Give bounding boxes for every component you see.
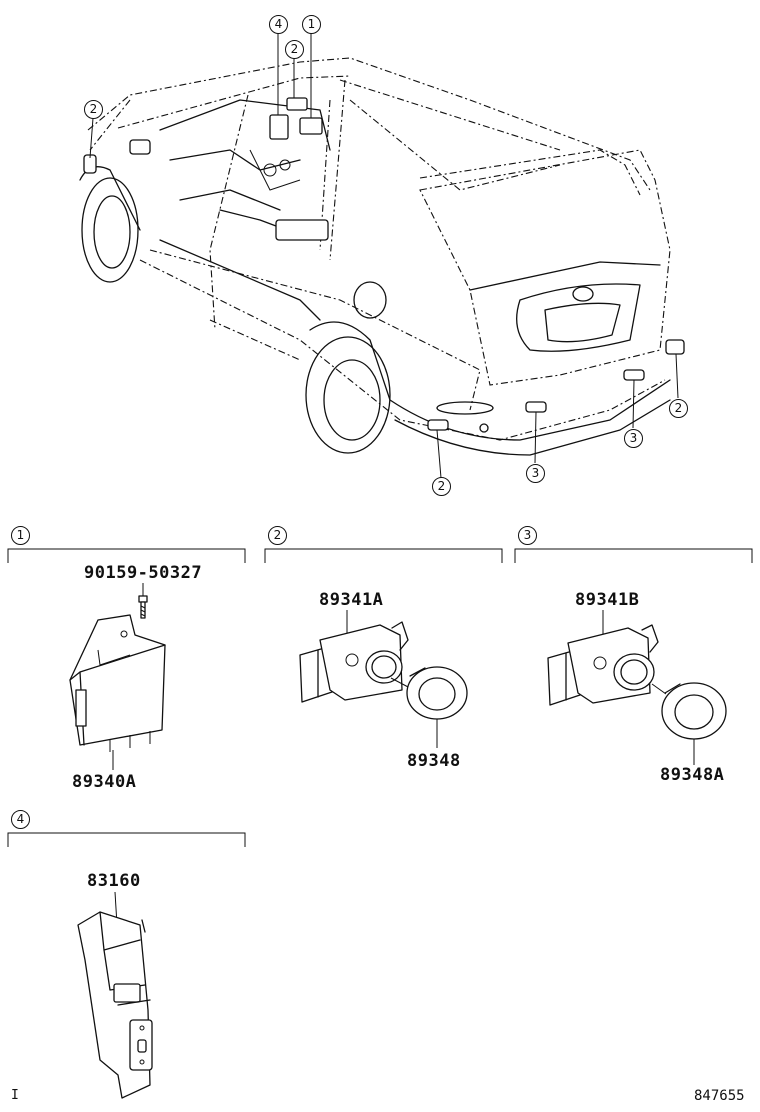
part-number-sensor-2: 89341A <box>319 590 384 610</box>
section-4-graphics <box>7 832 246 1099</box>
callout-marker-1: 1 <box>302 15 321 34</box>
callout-marker-2: 2 <box>432 477 451 496</box>
section-3-marker: 3 <box>518 526 537 545</box>
section-1-graphics <box>7 548 246 770</box>
parking-sensor-icon <box>547 624 659 706</box>
switch-assembly-icon <box>77 911 153 1099</box>
section-2-graphics <box>264 548 503 748</box>
section-4-marker: 4 <box>11 810 30 829</box>
parking-sensor-icon <box>299 621 409 703</box>
part-number-retainer-2: 89348 <box>407 751 461 771</box>
part-number-sensor-3: 89341B <box>575 590 640 610</box>
callout-marker-4: 4 <box>269 15 288 34</box>
callout-marker-3: 3 <box>526 464 545 483</box>
part-number-ecu: 89340A <box>72 772 137 792</box>
part-number-bolt: 90159-50327 <box>84 563 203 583</box>
callout-marker-2: 2 <box>285 40 304 59</box>
section-1-marker: 1 <box>11 526 30 545</box>
callout-marker-3: 3 <box>624 429 643 448</box>
ecu-module-icon <box>69 614 166 752</box>
sensor-retainer-icon <box>406 666 468 720</box>
illustration-code: 847655 <box>694 1088 745 1104</box>
part-number-switch: 83160 <box>87 871 141 891</box>
part-number-retainer-3: 89348A <box>660 765 725 785</box>
sensor-retainer-icon <box>661 682 727 740</box>
callout-marker-2: 2 <box>669 399 688 418</box>
section-3-graphics <box>514 548 753 765</box>
vehicle-illustration <box>79 32 685 479</box>
section-2-marker: 2 <box>268 526 287 545</box>
footer-left-mark: I <box>11 1088 19 1103</box>
bolt-icon <box>138 595 148 619</box>
callout-marker-2: 2 <box>84 100 103 119</box>
